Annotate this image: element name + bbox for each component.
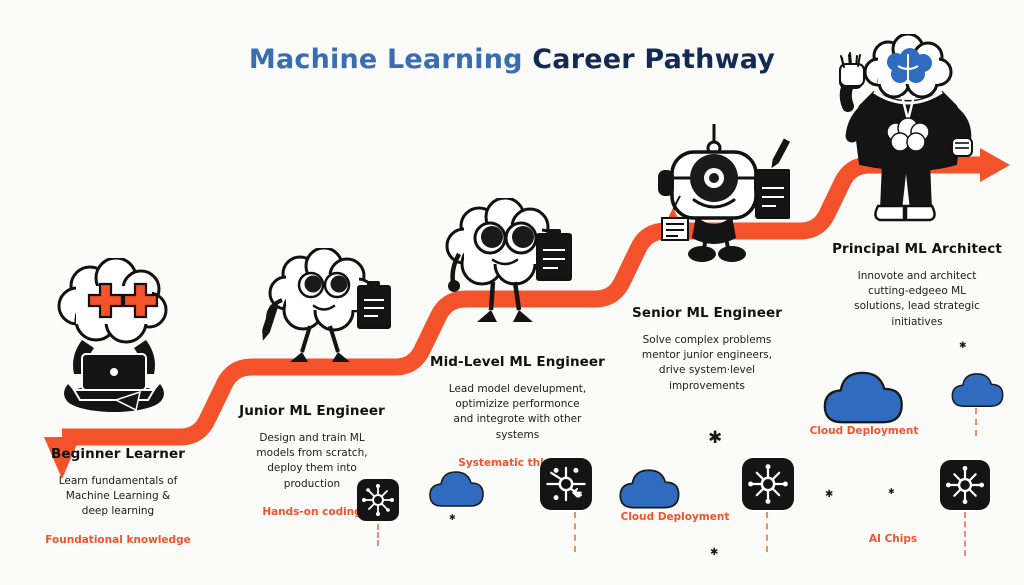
stage-title: Junior ML Engineer xyxy=(239,403,385,419)
ai-chip-icon xyxy=(540,458,592,514)
character-senior-engineer xyxy=(640,122,791,266)
ai-chip-icon xyxy=(940,460,990,514)
stage-title: Mid-Level ML Engineer xyxy=(430,354,605,370)
sparkle-icon: ✱ xyxy=(825,489,834,500)
character-principal-architect xyxy=(828,32,988,228)
stage-tag: Systematic thinking xyxy=(458,456,577,469)
stage-principal: Principal ML Architect Innovote and arch… xyxy=(812,241,1022,330)
character-mid-level-engineer xyxy=(435,196,575,342)
cloud-icon xyxy=(428,470,486,514)
page-title: Machine Learning Career Pathway xyxy=(0,44,1024,75)
sparkle-icon: ✱ xyxy=(449,513,456,522)
dashed-connector xyxy=(574,512,576,552)
sparkle-icon: ✱ xyxy=(708,428,723,448)
page-title-part-1: Machine Learning xyxy=(248,44,533,75)
cloud-icon xyxy=(950,372,1006,414)
cloud-icon xyxy=(820,370,908,432)
floating-label-ai-chips: AI Chips xyxy=(868,533,918,545)
stage-title: Senior ML Engineer xyxy=(632,305,782,321)
stage-description: Design and train ML models from scratch,… xyxy=(256,432,368,490)
stage-junior: Junior ML Engineer Design and train ML m… xyxy=(212,403,412,518)
floating-label-cloud-deployment: Cloud Deployment xyxy=(809,425,919,437)
stage-mid-level: Mid-Level ML Engineer Lead model develup… xyxy=(410,354,625,469)
page-title-part-2: Career Pathway xyxy=(532,44,776,75)
floating-label-cloud-deployment: Cloud Deployment xyxy=(620,511,730,523)
ai-chip-icon xyxy=(742,458,794,514)
stage-description: Solve complex problems mentor junior eng… xyxy=(641,334,773,392)
dashed-connector xyxy=(964,512,966,556)
stage-beginner: Beginner Learner Learn fundamentals of M… xyxy=(18,446,218,546)
stage-title: Principal ML Architect xyxy=(832,241,1002,257)
stage-tag: Foundational knowledge xyxy=(45,533,191,546)
stage-tag: Hands-on coding xyxy=(262,505,362,518)
dashed-connector xyxy=(377,524,379,546)
dashed-connector xyxy=(766,512,768,552)
sparkle-icon: ✱ xyxy=(959,341,967,351)
sparkle-icon: ✱ xyxy=(710,547,719,558)
character-junior-engineer xyxy=(258,246,393,382)
dashed-connector xyxy=(975,408,977,436)
stage-description: Lead model develupment, optimizize perfo… xyxy=(448,383,587,441)
stage-title: Beginner Learner xyxy=(50,446,186,462)
character-beginner-learner xyxy=(44,256,184,417)
cloud-icon xyxy=(618,468,682,516)
stage-description: Learn fundamentals of Machine Learning &… xyxy=(58,475,178,518)
sparkle-icon: ✱ xyxy=(888,487,895,496)
stage-senior: Senior ML Engineer Solve complex problem… xyxy=(607,305,807,394)
stage-description: Innovote and architect cutting-edgeeo ML… xyxy=(854,270,980,328)
ai-chip-icon xyxy=(357,479,399,525)
